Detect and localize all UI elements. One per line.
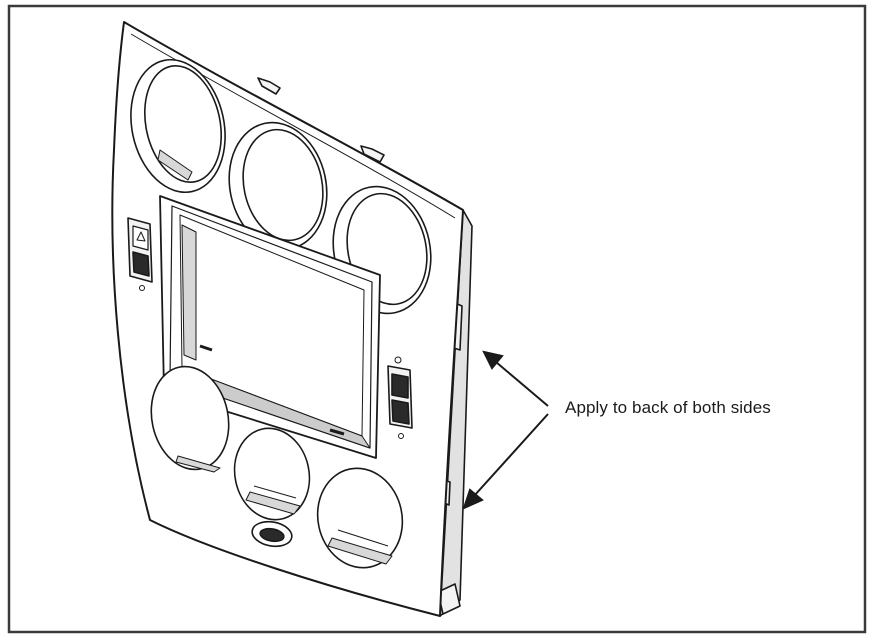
top-tab-right <box>360 145 385 163</box>
arrow-lower <box>473 413 549 497</box>
gauge-hole-left <box>130 58 226 194</box>
right-switch <box>387 356 413 439</box>
dash-bezel-icon <box>111 21 473 617</box>
arrow-icon <box>462 350 549 510</box>
gauge-hole-center <box>228 121 328 251</box>
arrow-upper <box>495 361 549 407</box>
top-tab-left <box>257 77 281 95</box>
vent-hole-left <box>150 365 230 473</box>
callout-label: Apply to back of both sides <box>565 398 771 417</box>
left-switch <box>127 217 153 291</box>
arrow-upper-head <box>482 350 504 370</box>
vent-hole-center <box>233 427 311 521</box>
hazard-button <box>251 520 293 548</box>
radio-opening <box>159 195 381 459</box>
arrow-lower-head <box>462 488 484 510</box>
vent-hole-right <box>316 467 404 569</box>
outer-border <box>7 4 867 634</box>
